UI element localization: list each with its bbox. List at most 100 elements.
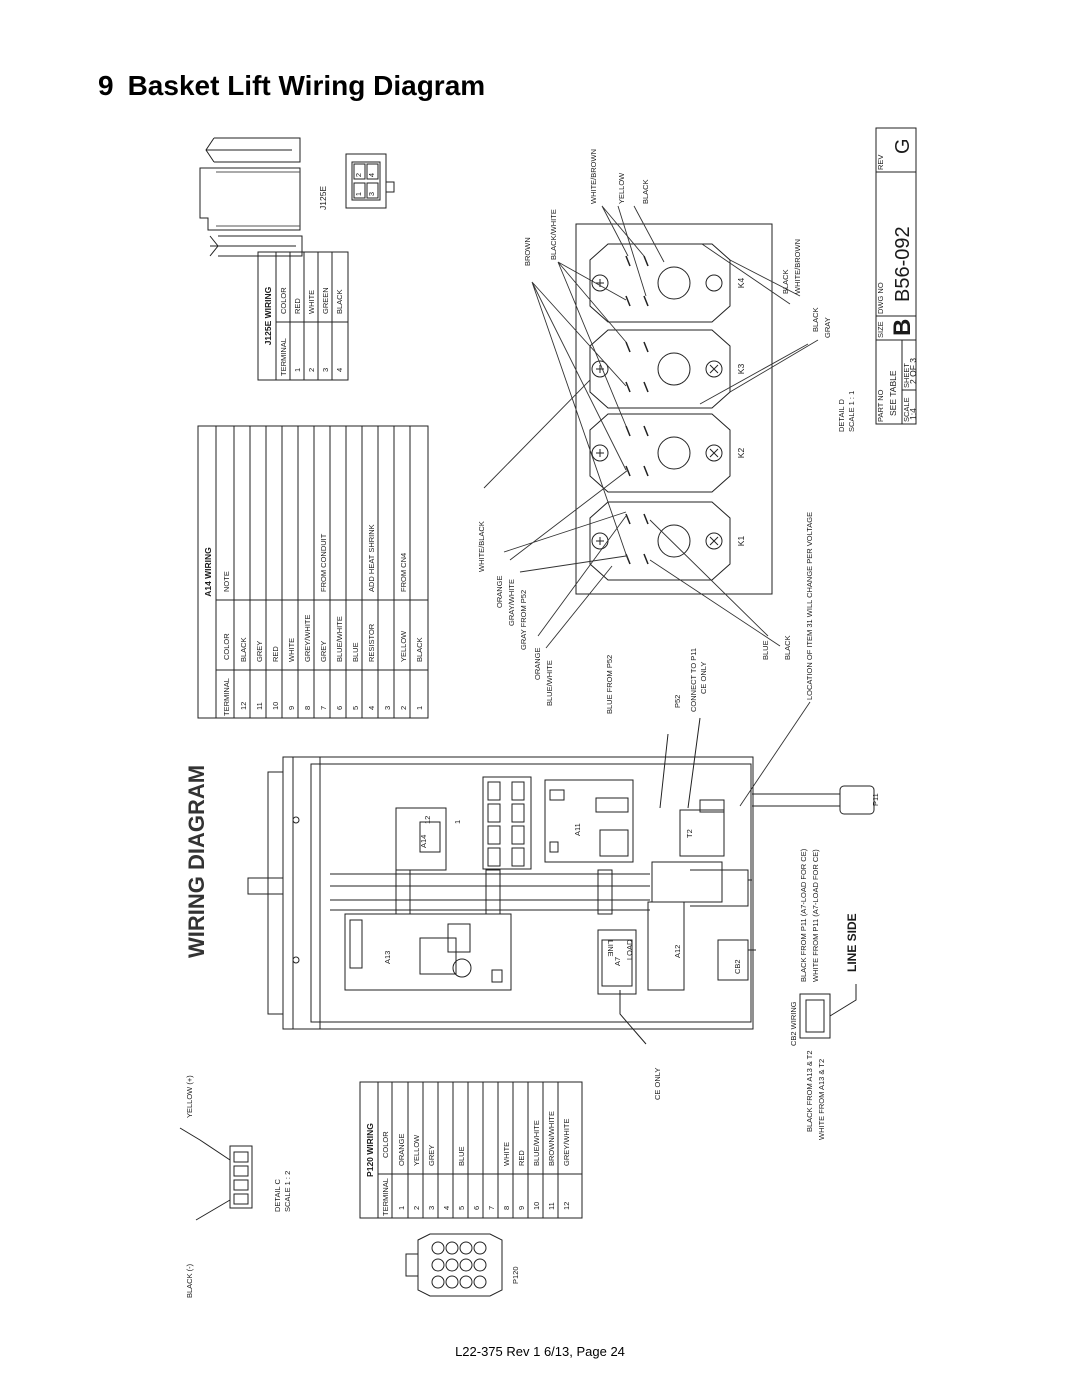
table-cell: 11 <box>255 702 264 710</box>
p120-negative-label: BLACK (-) <box>185 1263 194 1298</box>
wire-leader-lines <box>483 205 819 807</box>
wire-label: WHITE/BROWN <box>793 239 802 294</box>
wire-label: BLACK FROM A13 & T2 <box>805 1050 814 1132</box>
label-a11: A11 <box>573 823 582 836</box>
wire-label: WHITE/BROWN <box>589 149 598 204</box>
p120-label: P120 <box>511 1266 520 1284</box>
detail-c-terminal <box>179 1127 253 1221</box>
table-cell: RED <box>517 1150 526 1166</box>
table-cell: BLUE <box>351 642 360 662</box>
p120-connector <box>405 1233 503 1297</box>
j125e-label: J125E <box>318 186 328 210</box>
wire-label: ORANGE <box>495 575 504 608</box>
wire-label: GRAY FROM P52 <box>519 590 528 650</box>
table-cell: 2 <box>412 1206 421 1210</box>
table-cell: 8 <box>502 1206 511 1210</box>
part-no-label: PART NO <box>876 389 885 422</box>
wire-label: BLUE <box>761 640 770 660</box>
table-cell: 9 <box>287 706 296 710</box>
wire-label: LOCATION OF ITEM 31 WILL CHANGE PER VOLT… <box>805 512 814 700</box>
table-cell: FROM CONDUIT <box>319 533 328 592</box>
table-cell: 2 <box>307 368 316 372</box>
basket-lift-assembly <box>247 717 875 1045</box>
sheet-label: SHEET <box>902 363 911 388</box>
wire-label: GRAY <box>823 317 832 338</box>
label-a13: A13 <box>383 951 392 964</box>
table-title: A14 WIRING <box>203 547 213 597</box>
j125e-pin-label: 3 <box>367 192 376 196</box>
table-header: TERMINAL <box>279 338 288 376</box>
table-cell: 2 <box>399 706 408 710</box>
table-cell: BLACK <box>335 289 344 314</box>
relay-k4 <box>589 243 731 323</box>
page-footer: L22-375 Rev 1 6/13, Page 24 <box>455 1344 625 1359</box>
wire-label: GRAY/WHITE <box>507 579 516 626</box>
wire-label: YELLOW <box>617 172 626 204</box>
table-cell: GREEN <box>321 287 330 314</box>
wire-label: CONNECT TO P11 <box>689 648 698 712</box>
wire-label: BLACK <box>781 269 790 294</box>
table-cell: BROWN/WHITE <box>547 1111 556 1166</box>
table-cell: GREY/WHITE <box>562 1118 571 1166</box>
a14-wiring-table: A14 WIRING TERMINAL COLOR NOTE 12 BLACK … <box>197 425 429 719</box>
wire-label: CB2 WIRING <box>789 1001 798 1046</box>
size-value: B <box>889 319 916 336</box>
label-a14-pin: 1 <box>453 820 462 824</box>
table-cell: 3 <box>321 368 330 372</box>
table-cell: 11 <box>547 1202 556 1210</box>
table-cell: 1 <box>397 1206 406 1210</box>
wire-label: WHITE/BLACK <box>477 521 486 572</box>
wire-label: WHITE FROM P11 (A7-LOAD FOR CE) <box>811 849 820 982</box>
section-number: 9 <box>98 70 114 101</box>
component-labels: A14 12 1 A11 A13 A12 A7 T2 CB2 LINE LOAD… <box>383 793 880 974</box>
table-cell: 5 <box>351 706 360 710</box>
table-cell: YELLOW <box>412 1134 421 1166</box>
rev-label: REV <box>876 155 885 170</box>
label-a7-line: LINE <box>606 940 615 957</box>
wire-labels: WHITE/BROWN YELLOW BLACK BLACK/WHITE BRO… <box>477 149 832 714</box>
relay-k2 <box>589 413 731 493</box>
wire-label: CE ONLY <box>699 662 708 694</box>
title-block: PART NO SEE TABLE SCALE 1:4 SHEET 2 OF 3… <box>875 127 918 425</box>
wire-label: WHITE FROM A13 & T2 <box>817 1059 826 1140</box>
relay-label-k2: K2 <box>736 448 746 459</box>
diagram-heading: WIRING DIAGRAM <box>184 765 209 958</box>
wire-label: ORANGE <box>533 647 542 680</box>
table-title: J125E WIRING <box>263 286 273 345</box>
p120-positive-label: YELLOW (+) <box>185 1075 194 1118</box>
j125e-pin-label: 4 <box>367 173 376 177</box>
table-cell: RED <box>293 298 302 314</box>
j125e-wiring-table: J125E WIRING TERMINAL COLOR 1 RED 2 WHIT… <box>257 251 349 381</box>
table-header: COLOR <box>381 1131 390 1158</box>
table-cell: GREY <box>255 641 264 662</box>
relay-label-k3: K3 <box>736 364 746 375</box>
table-cell: 10 <box>532 1202 541 1210</box>
wire-label: BLACK/WHITE <box>549 209 558 260</box>
wire-label: BLACK <box>783 635 792 660</box>
label-a7: A7 <box>613 957 622 966</box>
table-cell: 1 <box>293 368 302 372</box>
table-cell: 6 <box>472 1206 481 1210</box>
table-cell: 8 <box>303 706 312 710</box>
table-cell: FROM CN4 <box>399 553 408 592</box>
table-cell: GREY/WHITE <box>303 614 312 662</box>
wire-label: BLACK <box>641 179 650 204</box>
detail-d-label: DETAIL D <box>837 398 846 432</box>
table-cell: 12 <box>562 1202 571 1210</box>
j125e-pins: 2 1 4 3 <box>353 163 379 199</box>
table-header: NOTE <box>222 571 231 592</box>
line-side-label: LINE SIDE <box>845 913 859 972</box>
table-cell: YELLOW <box>399 630 408 662</box>
table-cell: 4 <box>335 368 344 372</box>
label-a7-load: LOAD <box>625 939 634 960</box>
dwg-no-value: B56-092 <box>892 226 914 302</box>
table-cell: RESISTOR <box>367 623 376 662</box>
table-cell: 12 <box>239 702 248 710</box>
wire-label: BLUE/WHITE <box>545 660 554 706</box>
relay-label-k4: K4 <box>736 278 746 289</box>
sheet-value: 2 OF 3 <box>908 358 918 384</box>
table-cell: 7 <box>487 1206 496 1210</box>
wire-label: CE ONLY <box>653 1068 662 1100</box>
relay-k1 <box>589 501 731 581</box>
part-no-value: SEE TABLE <box>888 370 898 416</box>
